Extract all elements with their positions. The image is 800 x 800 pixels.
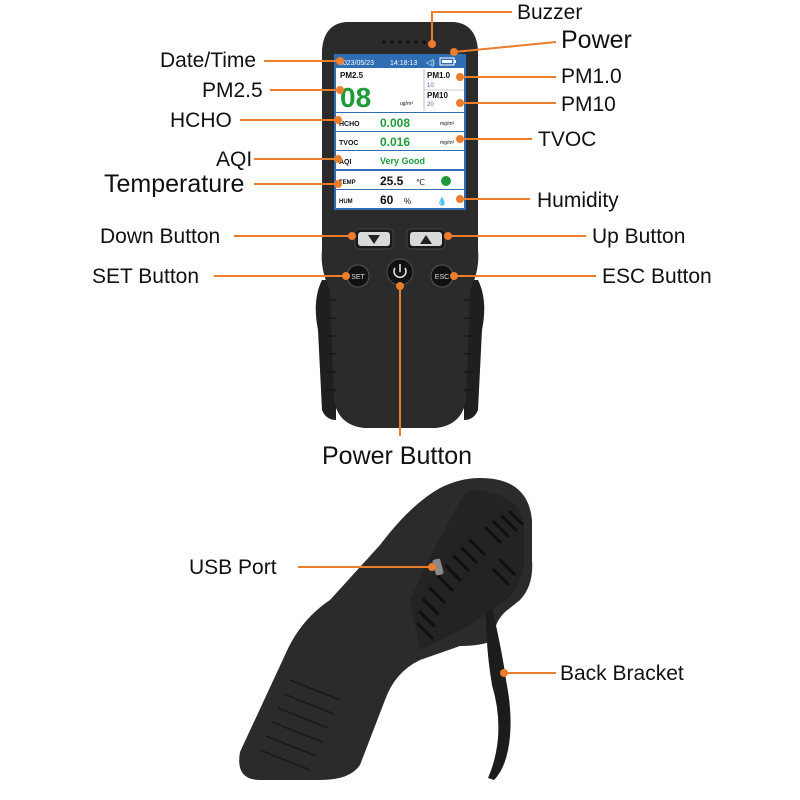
screen-pm10-value: 10 [427, 83, 434, 89]
power-icon [393, 267, 407, 279]
screen-temp-row [336, 171, 464, 189]
screen-hcho-row [336, 113, 464, 131]
esc-button[interactable]: ESC [430, 264, 454, 288]
screen-aqi-row [336, 151, 464, 169]
down-button[interactable] [354, 228, 394, 250]
screen-time: 14:18:13 [390, 60, 417, 67]
screen-aqi-value: Very Good [380, 156, 425, 166]
usb-port[interactable] [432, 558, 444, 576]
label-set-button: SET Button [92, 265, 200, 288]
set-button[interactable]: SET [346, 264, 370, 288]
label-humidity: Humidity [537, 189, 619, 212]
label-buzzer: Buzzer [517, 1, 583, 24]
esc-button-label: ESC [435, 274, 449, 281]
screen-hum-unit: % [404, 197, 411, 206]
back-bracket[interactable] [486, 608, 511, 780]
screen-tvoc-value: 0.016 [380, 135, 410, 149]
leader-lines [214, 11, 596, 677]
thermometer-icon [441, 176, 451, 186]
side-grip-ridges [259, 679, 341, 771]
label-power-button: Power Button [322, 442, 473, 470]
screen-hcho-unit: mg/m³ [440, 121, 455, 127]
label-esc-button: ESC Button [602, 265, 712, 288]
screen-hum-row [336, 190, 464, 208]
label-temperature: Temperature [104, 170, 245, 198]
set-button-label: SET [351, 274, 365, 281]
label-up-button: Up Button [592, 225, 686, 248]
screen-hcho-label: HCHO [339, 121, 360, 128]
screen-hum-value: 60 [380, 193, 394, 207]
label-pm10: PM10 [561, 93, 616, 116]
screen-pm25-label: PM2.5 [340, 71, 364, 80]
screen-hcho-value: 0.008 [380, 116, 410, 130]
label-down-button: Down Button [100, 225, 221, 248]
up-button[interactable] [406, 228, 446, 250]
screen-temp-label: TEMP [339, 180, 356, 186]
label-aqi: AQI [216, 148, 253, 171]
label-pm2-5: PM2.5 [202, 79, 263, 102]
side-vents [416, 510, 524, 640]
screen-hum-label: HUM [339, 199, 353, 205]
screen-pm25-value: 08 [340, 82, 371, 113]
label-back-bracket: Back Bracket [560, 662, 684, 685]
power-button[interactable] [386, 258, 414, 286]
screen-temp-unit: ℃ [416, 178, 425, 187]
screen-temp-value: 25.5 [380, 174, 404, 188]
label-pm1-0: PM1.0 [561, 65, 622, 88]
screen-date: 2023/05/23 [339, 60, 374, 67]
triangle-down-icon [368, 235, 380, 244]
buzzer-holes [382, 40, 426, 44]
triangle-up-icon [420, 235, 432, 244]
label-tvoc: TVOC [538, 128, 597, 151]
screen-tvoc-row [336, 132, 464, 150]
label-hcho: HCHO [170, 109, 232, 132]
screen-pm10-label: PM1.0 [427, 71, 451, 80]
screen-aqi-label: AQI [339, 159, 352, 166]
water-drops-icon: 💧 [437, 196, 447, 206]
label-date-time: Date/Time [160, 49, 257, 72]
grip-ribs [326, 299, 474, 391]
screen-pm25-unit: ug/m³ [400, 101, 413, 107]
screen-pm10b-label: PM10 [427, 91, 448, 100]
label-usb-port: USB Port [189, 556, 277, 579]
label-power: Power [561, 26, 632, 54]
screen-tvoc-label: TVOC [339, 140, 358, 147]
speaker-icon: ◁) [426, 58, 435, 67]
screen-tvoc-unit: mg/m³ [440, 140, 455, 146]
screen-pm10b-value: 20 [427, 102, 434, 108]
